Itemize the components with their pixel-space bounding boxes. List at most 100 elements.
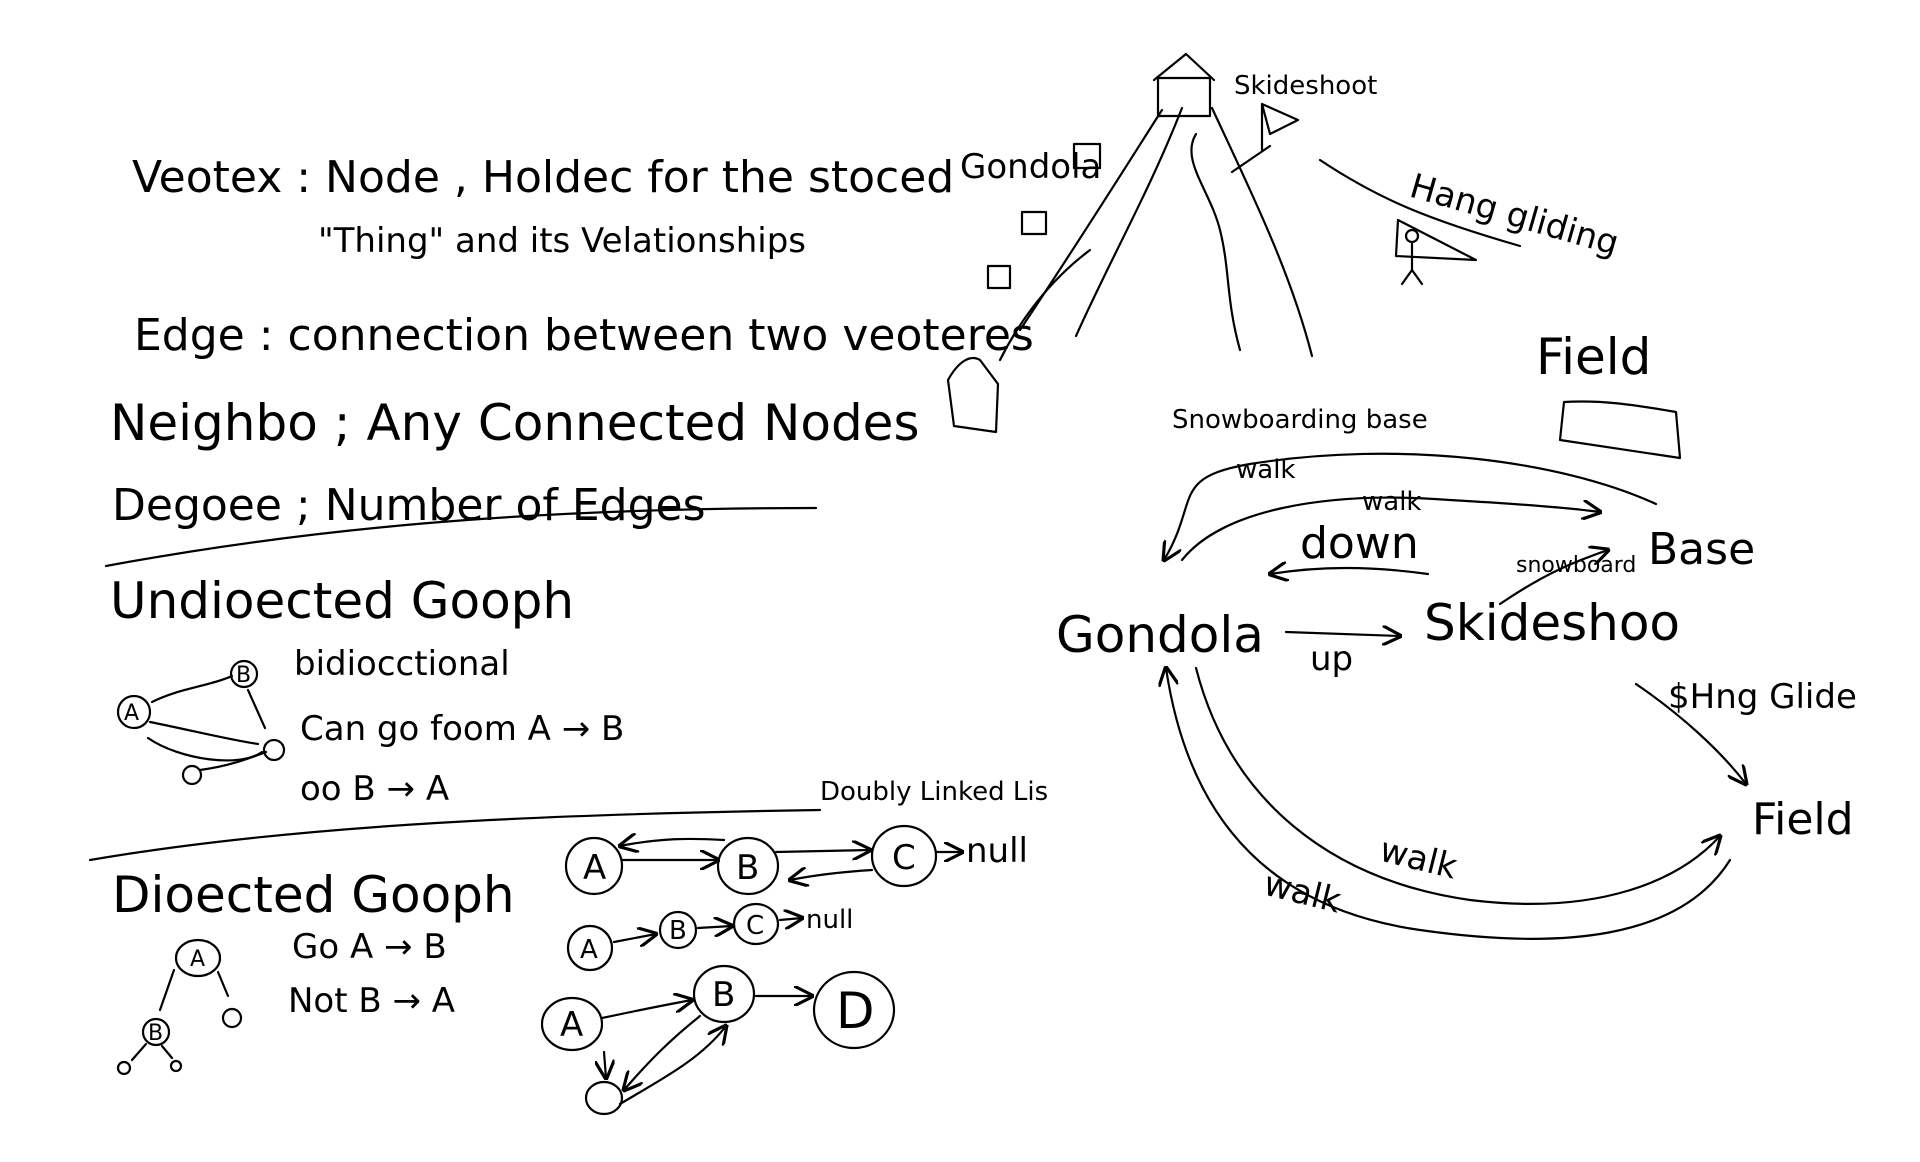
directed-example-graph: A B D: [540, 964, 896, 1116]
hill-line: [1318, 158, 1522, 248]
gondola-cabin: [1020, 210, 1048, 236]
undirected-graph-section: Undioected Gooph bidiocctional Can go fo…: [88, 572, 822, 862]
hang-glider-icon: [1394, 218, 1478, 286]
next-arrow: [774, 850, 870, 852]
undirected-graph-title: Undioected Gooph: [110, 572, 574, 630]
or-label: oo B → A: [300, 769, 449, 809]
tree-node-a-label: A: [190, 947, 205, 972]
tree-node-b: [141, 1017, 171, 1047]
undirected-edge: [198, 750, 268, 772]
edge-walk-field-to-gondola: [1166, 668, 1732, 940]
mountain-field-label: Field: [1536, 328, 1651, 386]
prev-arrow: [790, 870, 874, 880]
graph-node-skideshoot: Skideshoo: [1424, 594, 1680, 652]
degree-definition: Degoee ; Number of Edges: [112, 480, 706, 531]
tree-node-a: [174, 938, 222, 978]
edge-definition: Edge : connection between two veoteres: [134, 310, 1034, 361]
undirected-node: [181, 764, 203, 786]
graph-label-walk-inner: walk: [1362, 487, 1421, 517]
list-node-a-label: A: [583, 848, 606, 888]
divider-line-2: [88, 808, 822, 862]
list-node-c-label: C: [892, 838, 916, 878]
digraph-node: [584, 1080, 624, 1116]
undirected-node-a: [116, 694, 152, 730]
mountain-gondola-label: Gondola: [960, 147, 1101, 187]
undirected-edge: [148, 720, 260, 746]
gondola-station: [946, 356, 1000, 434]
digraph-node-d: [812, 970, 896, 1050]
snowboarding-base-label: Snowboarding base: [1172, 405, 1428, 435]
digraph-arrow: [600, 1000, 692, 1020]
digraph-arrow: [604, 1050, 606, 1078]
tree-node: [169, 1059, 183, 1073]
hang-glider-pilot: [1404, 228, 1420, 244]
digraph-node-b-label: B: [712, 975, 735, 1015]
gondola-cable: [998, 248, 1092, 362]
graph-node-gondola: Gondola: [1056, 606, 1264, 664]
graph-label-snowboard: snowboard: [1516, 553, 1636, 578]
summit-hut-roof: [1152, 52, 1216, 82]
mountain-outline: [1074, 106, 1184, 338]
digraph-node-a-label: A: [560, 1005, 583, 1045]
graph-node-field: Field: [1752, 794, 1854, 845]
mountain-skideshoot-label: Skideshoot: [1234, 71, 1377, 101]
undirected-node-b: [229, 659, 259, 689]
undirected-node-a-label: A: [124, 701, 139, 726]
undirected-edge: [246, 688, 267, 730]
directed-graph-title: Dioected Gooph: [112, 866, 515, 924]
graph-label-walk-top: walk: [1236, 455, 1295, 485]
tree-edge: [158, 968, 176, 1012]
mountain-sketch: Gondola Skideshoot Hang gliding Snowboar…: [946, 52, 1682, 460]
ski-trail: [1190, 132, 1242, 352]
edge-snowboard: [1498, 550, 1608, 606]
graph-label-hang-glide: $Hng Glide: [1668, 677, 1857, 717]
null-label-1: null: [966, 831, 1028, 871]
edge-walk-base-to-gondola: [1164, 452, 1658, 560]
graph-label-up: up: [1310, 639, 1353, 679]
mountain-outline: [1210, 106, 1314, 358]
list-node-c-label: C: [746, 911, 764, 941]
null-arrow: [778, 918, 802, 920]
linked-list-row-2: A B C null: [566, 902, 853, 972]
vertex-definition-cont: "Thing" and its Velationships: [318, 221, 806, 261]
tree-edge: [130, 1042, 148, 1062]
bidirectional-label: bidiocctional: [294, 644, 510, 684]
not-label: Not B → A: [288, 981, 455, 1021]
field-sketch: [1558, 400, 1682, 460]
neighbor-definition: Neighbo ; Any Connected Nodes: [110, 394, 920, 452]
doubly-linked-list-title: Doubly Linked Lis: [820, 777, 1048, 807]
tree-edge: [216, 970, 230, 998]
list-node-a-label: A: [580, 935, 598, 965]
edge-walk-gondola-to-field: [1194, 666, 1720, 905]
edge-hang-glide-to-field: [1634, 682, 1746, 784]
go-label: Go A → B: [292, 927, 447, 967]
null-label-2: null: [806, 905, 853, 935]
linked-list-row-1: A B C null: [564, 824, 1028, 896]
list-node-a: [566, 924, 614, 972]
vertex-definition: Veotex : Node , Holdec for the stoced: [132, 152, 954, 203]
flag-icon: [1260, 102, 1300, 152]
tree-node-b-label: B: [148, 1021, 163, 1046]
ramp-line: [1230, 144, 1272, 174]
prev-arrow: [620, 839, 726, 846]
digraph-arrow: [618, 1026, 726, 1106]
next-arrow: [696, 926, 732, 928]
list-node-a: [564, 836, 624, 896]
graph-label-walk-outer: walk: [1260, 864, 1345, 922]
digraph-arrow: [624, 1014, 702, 1090]
graph-label-down: down: [1300, 518, 1419, 569]
undirected-node-b-label: B: [236, 663, 251, 688]
list-node-b-label: B: [736, 848, 759, 888]
mountain-hang-gliding-label: Hang gliding: [1406, 166, 1624, 264]
digraph-node-d-label: D: [836, 982, 875, 1040]
summit-hut: [1156, 76, 1212, 118]
list-node-b: [658, 910, 698, 950]
undirected-example-graph: A B: [116, 659, 286, 786]
next-arrow: [612, 934, 656, 942]
list-node-b-label: B: [669, 916, 687, 946]
divider-line-1: [104, 506, 818, 568]
graph-node-base: Base: [1648, 524, 1755, 575]
undirected-node: [262, 738, 286, 762]
directed-tree: A B: [116, 938, 243, 1076]
